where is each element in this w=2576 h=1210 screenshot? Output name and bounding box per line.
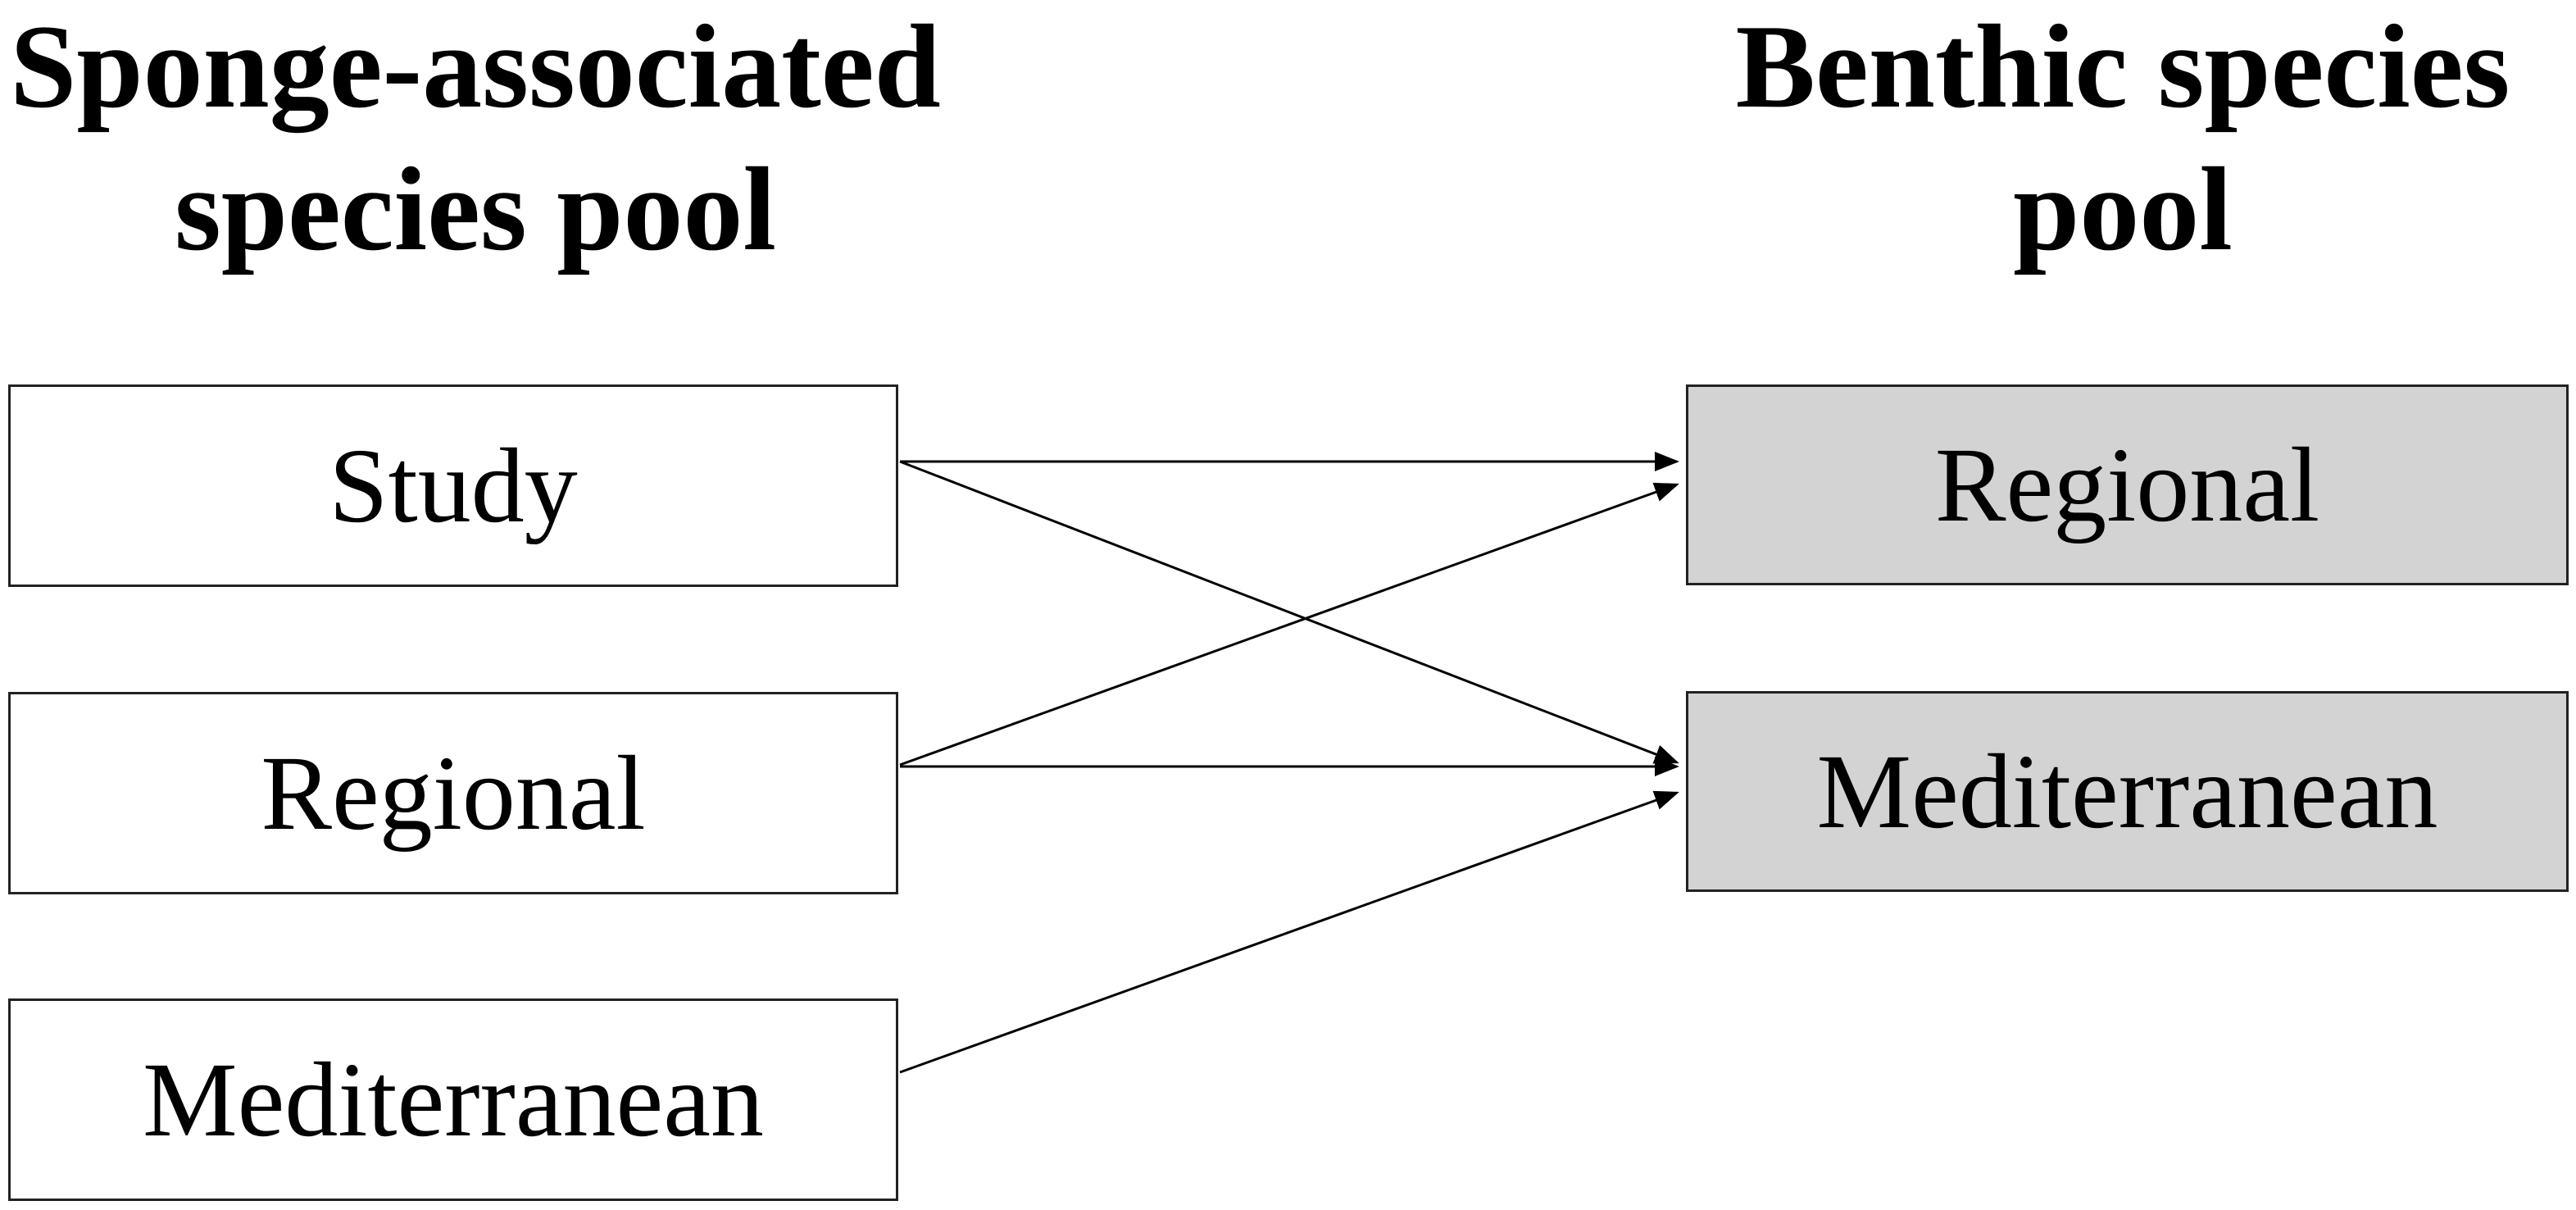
arrow-regional-to-regional — [899, 482, 1679, 766]
sponge-pool-regional-box: Regional — [8, 692, 898, 894]
heading-line: Sponge-associated — [10, 0, 941, 133]
heading-line: pool — [2013, 143, 2233, 275]
arrow-mediterranean-to-mediterranean — [899, 790, 1679, 1074]
heading-line: Benthic species — [1735, 0, 2510, 133]
box-label: Regional — [1934, 425, 2320, 544]
box-label: Mediterranean — [1816, 732, 2438, 851]
box-label: Regional — [261, 734, 646, 853]
arrow-study-to-mediterranean — [899, 460, 1679, 764]
benthic-pool-mediterranean-box: Mediterranean — [1686, 691, 2569, 892]
benthic-pool-regional-box: Regional — [1686, 384, 2569, 585]
sponge-associated-pool-heading: Sponge-associated species pool — [0, 0, 959, 280]
sponge-pool-mediterranean-box: Mediterranean — [8, 998, 898, 1201]
benthic-pool-heading: Benthic species pool — [1639, 0, 2576, 280]
box-label: Mediterranean — [143, 1040, 764, 1159]
heading-line: species pool — [174, 143, 777, 275]
sponge-pool-study-box: Study — [8, 384, 898, 587]
box-label: Study — [329, 426, 578, 545]
